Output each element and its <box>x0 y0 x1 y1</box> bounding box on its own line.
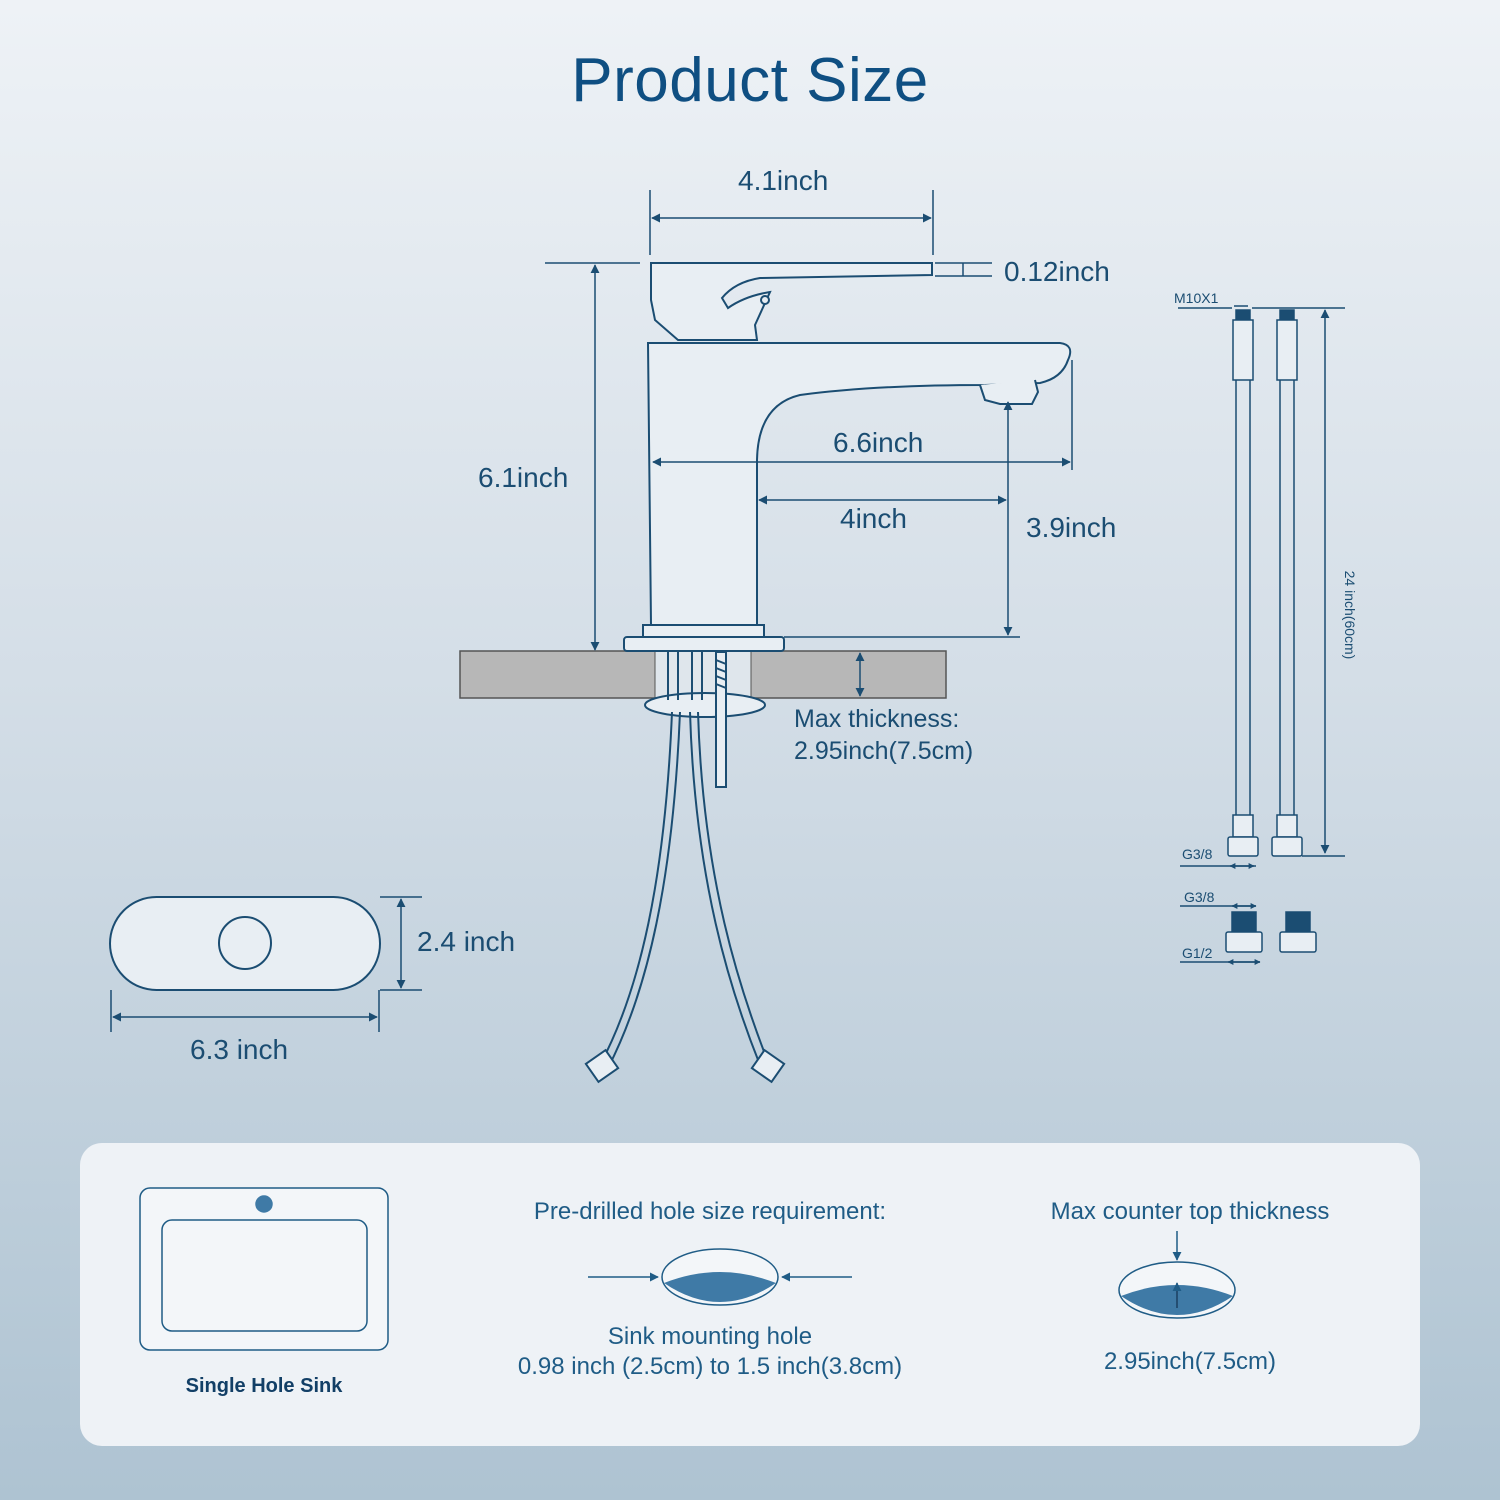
deck-plate <box>109 896 422 1032</box>
panel-illustrations <box>139 1187 1236 1351</box>
hose-length-label: 24 inch(60cm) <box>1342 570 1358 660</box>
hole-line2: 0.98 inch (2.5cm) to 1.5 inch(3.8cm) <box>517 1353 903 1380</box>
spout-reach-label: 6.6inch <box>833 427 924 458</box>
max-thickness-title: Max thickness: <box>794 705 960 733</box>
counter-value: 2.95inch(7.5cm) <box>1103 1348 1277 1375</box>
spout-inner-label: 4inch <box>840 503 907 534</box>
hose-thread-bottom-label: G3/8 <box>1182 846 1213 862</box>
max-thickness-value: 2.95inch(7.5cm) <box>794 737 974 765</box>
page-title: Product Size <box>571 46 929 115</box>
plate-width-label: 6.3 inch <box>190 1034 289 1065</box>
hole-line1: Sink mounting hole <box>607 1323 813 1350</box>
hose-thread-top-label: M10X1 <box>1174 290 1219 306</box>
counter-title: Max counter top thickness <box>1050 1198 1330 1225</box>
sink-label: Single Hole Sink <box>185 1375 343 1397</box>
total-height-label: 6.1inch <box>478 462 569 493</box>
faucet-body <box>623 262 1072 652</box>
hole-size-icon <box>588 1248 852 1306</box>
handle-width-label: 4.1inch <box>738 165 829 196</box>
adapter-top-label: G3/8 <box>1184 889 1215 905</box>
hole-title: Pre-drilled hole size requirement: <box>533 1198 887 1225</box>
dimension-lines <box>545 190 1073 697</box>
mounting-hardware <box>644 651 766 788</box>
supply-hoses <box>584 711 786 1084</box>
spout-height-label: 3.9inch <box>1026 512 1117 543</box>
info-panel: Single Hole Sink Pre-drilled hole size r… <box>80 1143 1420 1446</box>
sink-icon <box>139 1187 389 1351</box>
braided-hoses <box>1178 305 1345 965</box>
handle-thickness-label: 0.12inch <box>1004 256 1110 287</box>
adapter-bottom-label: G1/2 <box>1182 945 1213 961</box>
counter-thickness-icon <box>1118 1231 1236 1319</box>
plate-height-label: 2.4 inch <box>417 926 516 957</box>
